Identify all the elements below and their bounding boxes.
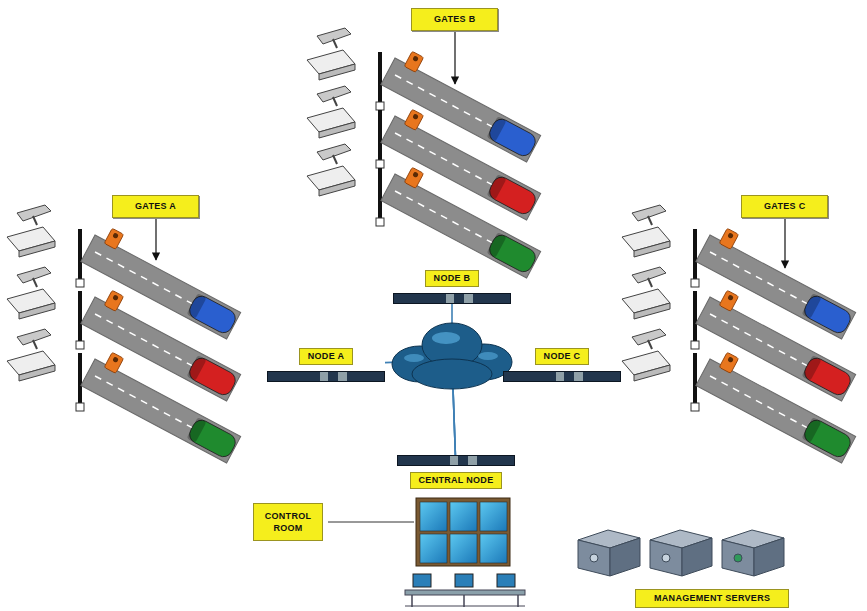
node-label: CONTROL ROOM (253, 503, 323, 541)
pointer-arrow (155, 219, 156, 260)
node-label: CENTRAL NODE (410, 472, 503, 489)
gate-lane (7, 329, 247, 463)
gate-label: GATES C (741, 195, 828, 218)
network-node: NODE A (267, 348, 385, 382)
servers-label: MANAGEMENT SERVERS (635, 589, 789, 608)
node-label: NODE A (299, 348, 353, 365)
node-label: NODE C (535, 348, 590, 365)
leader-line (328, 522, 414, 523)
video-wall (416, 498, 510, 566)
network-switch (393, 293, 511, 304)
pointer-arrow (784, 219, 785, 268)
server-icons (578, 530, 784, 576)
control-room-label: CONTROL ROOM (253, 503, 323, 541)
network-switch (267, 371, 385, 382)
node-label: NODE B (425, 270, 480, 287)
network-switch (503, 371, 621, 382)
network-node: NODE C (503, 348, 621, 382)
network-switch (397, 455, 515, 466)
node-label: GATES C (741, 195, 828, 218)
network-node: NODE B (393, 270, 511, 304)
node-label: GATES B (411, 8, 498, 31)
node-label: MANAGEMENT SERVERS (635, 589, 789, 608)
gate-label: GATES B (411, 8, 498, 31)
network-node: CENTRAL NODE (397, 455, 515, 489)
pointer-arrow (454, 32, 455, 84)
node-label: GATES A (112, 195, 199, 218)
operator-desks (405, 574, 525, 607)
gate-lane (307, 144, 547, 278)
gate-lane (622, 329, 862, 463)
gate-label: GATES A (112, 195, 199, 218)
